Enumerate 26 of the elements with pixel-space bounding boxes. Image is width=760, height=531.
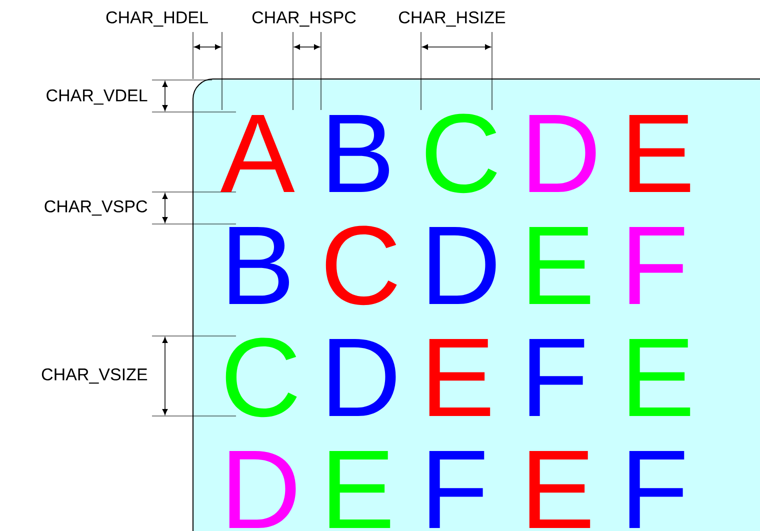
character-glyph: E — [629, 114, 690, 192]
character-glyph: D — [229, 450, 296, 528]
character-glyph: A — [220, 114, 295, 192]
character-glyph: B — [229, 226, 289, 304]
character-glyph: D — [429, 226, 496, 304]
dimension-label: CHAR_VDEL — [46, 89, 148, 105]
character-glyph: C — [326, 226, 397, 306]
character-glyph: E — [529, 450, 590, 528]
character-glyph: C — [226, 338, 297, 418]
dimension-label: CHAR_VSIZE — [42, 368, 148, 384]
character-glyph: C — [426, 114, 497, 194]
character-glyph: D — [529, 114, 596, 192]
dimension-label: CHAR_HSPC — [252, 11, 356, 27]
character-glyph: D — [329, 338, 396, 416]
character-glyph: F — [429, 450, 484, 528]
dimension-label: CHAR_VSPC — [44, 200, 148, 216]
character-glyph: F — [629, 226, 684, 304]
dimension-label: CHAR_HSIZE — [399, 11, 506, 27]
dimension-label: CHAR_HDEL — [106, 11, 208, 27]
character-glyph: B — [329, 114, 389, 192]
character-glyph: F — [529, 338, 584, 416]
character-glyph: E — [529, 226, 590, 304]
character-glyph: E — [629, 338, 690, 416]
character-glyph: E — [429, 338, 490, 416]
character-glyph: F — [629, 450, 684, 528]
character-glyph: E — [329, 450, 390, 528]
